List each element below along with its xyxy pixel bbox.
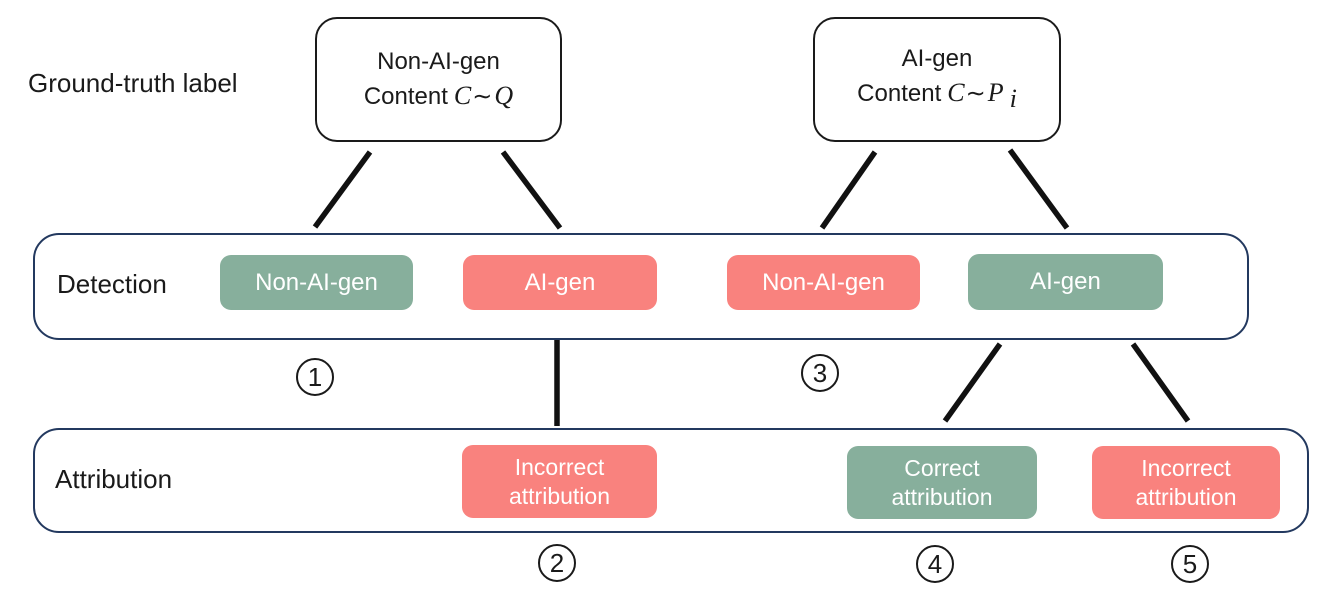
detection-row-label: Detection xyxy=(57,269,167,299)
connector-det-to-incorrect2 xyxy=(1130,342,1191,423)
connector-nonai-to-det-red xyxy=(500,150,563,230)
marker-circle-2: 2 xyxy=(538,544,576,582)
content-word: Content xyxy=(857,80,942,108)
box-line1: AI-gen xyxy=(901,44,973,72)
content-word: Content xyxy=(363,83,448,110)
math-dist-subscript: i xyxy=(1009,84,1017,114)
connector-ai-to-det-red xyxy=(819,150,878,230)
detection-pill-non-ai-gen-false: Non-AI-gen xyxy=(727,255,920,310)
pill-text: Non-AI-gen xyxy=(255,268,378,296)
detection-pill-ai-gen-false: AI-gen xyxy=(463,255,657,310)
attribution-pill-incorrect-1: Incorrect attribution xyxy=(462,445,657,518)
detection-pill-ai-gen-true: AI-gen xyxy=(968,254,1163,310)
box-line1: Non-AI-gen xyxy=(377,47,500,75)
pill-line1: Correct xyxy=(904,454,980,481)
ground-truth-label: Ground-truth label xyxy=(28,68,238,98)
pill-text: Non-AI-gen xyxy=(762,268,885,296)
tilde-symbol: ∼ xyxy=(965,79,986,108)
pill-text: AI-gen xyxy=(524,268,596,296)
marker-circle-5: 5 xyxy=(1171,545,1209,583)
marker-circle-3: 3 xyxy=(801,354,839,392)
attribution-pill-correct: Correct attribution xyxy=(847,446,1037,519)
marker-circle-4: 4 xyxy=(916,545,954,583)
math-dist: Q xyxy=(494,81,514,110)
marker-circle-1: 1 xyxy=(296,358,334,396)
pill-text: AI-gen xyxy=(1030,268,1101,295)
pill-line2: attribution xyxy=(891,483,993,510)
connector-det-to-correct xyxy=(942,342,1003,423)
connector-ai-to-det-green xyxy=(1007,148,1070,230)
pill-line1: Incorrect xyxy=(514,453,605,480)
detection-pill-non-ai-gen-true: Non-AI-gen xyxy=(220,255,413,310)
pill-line1: Incorrect xyxy=(1141,454,1231,481)
attribution-row-label: Attribution xyxy=(55,464,173,494)
connector-nonai-to-det-green xyxy=(312,150,373,229)
math-dist: P xyxy=(987,78,1004,108)
math-var: C xyxy=(453,81,472,110)
tilde-symbol: ∼ xyxy=(472,82,493,110)
pill-line2: attribution xyxy=(508,482,610,509)
pill-line2: attribution xyxy=(1135,483,1237,510)
attribution-pill-incorrect-2: Incorrect attribution xyxy=(1092,446,1280,519)
math-var: C xyxy=(947,78,965,108)
